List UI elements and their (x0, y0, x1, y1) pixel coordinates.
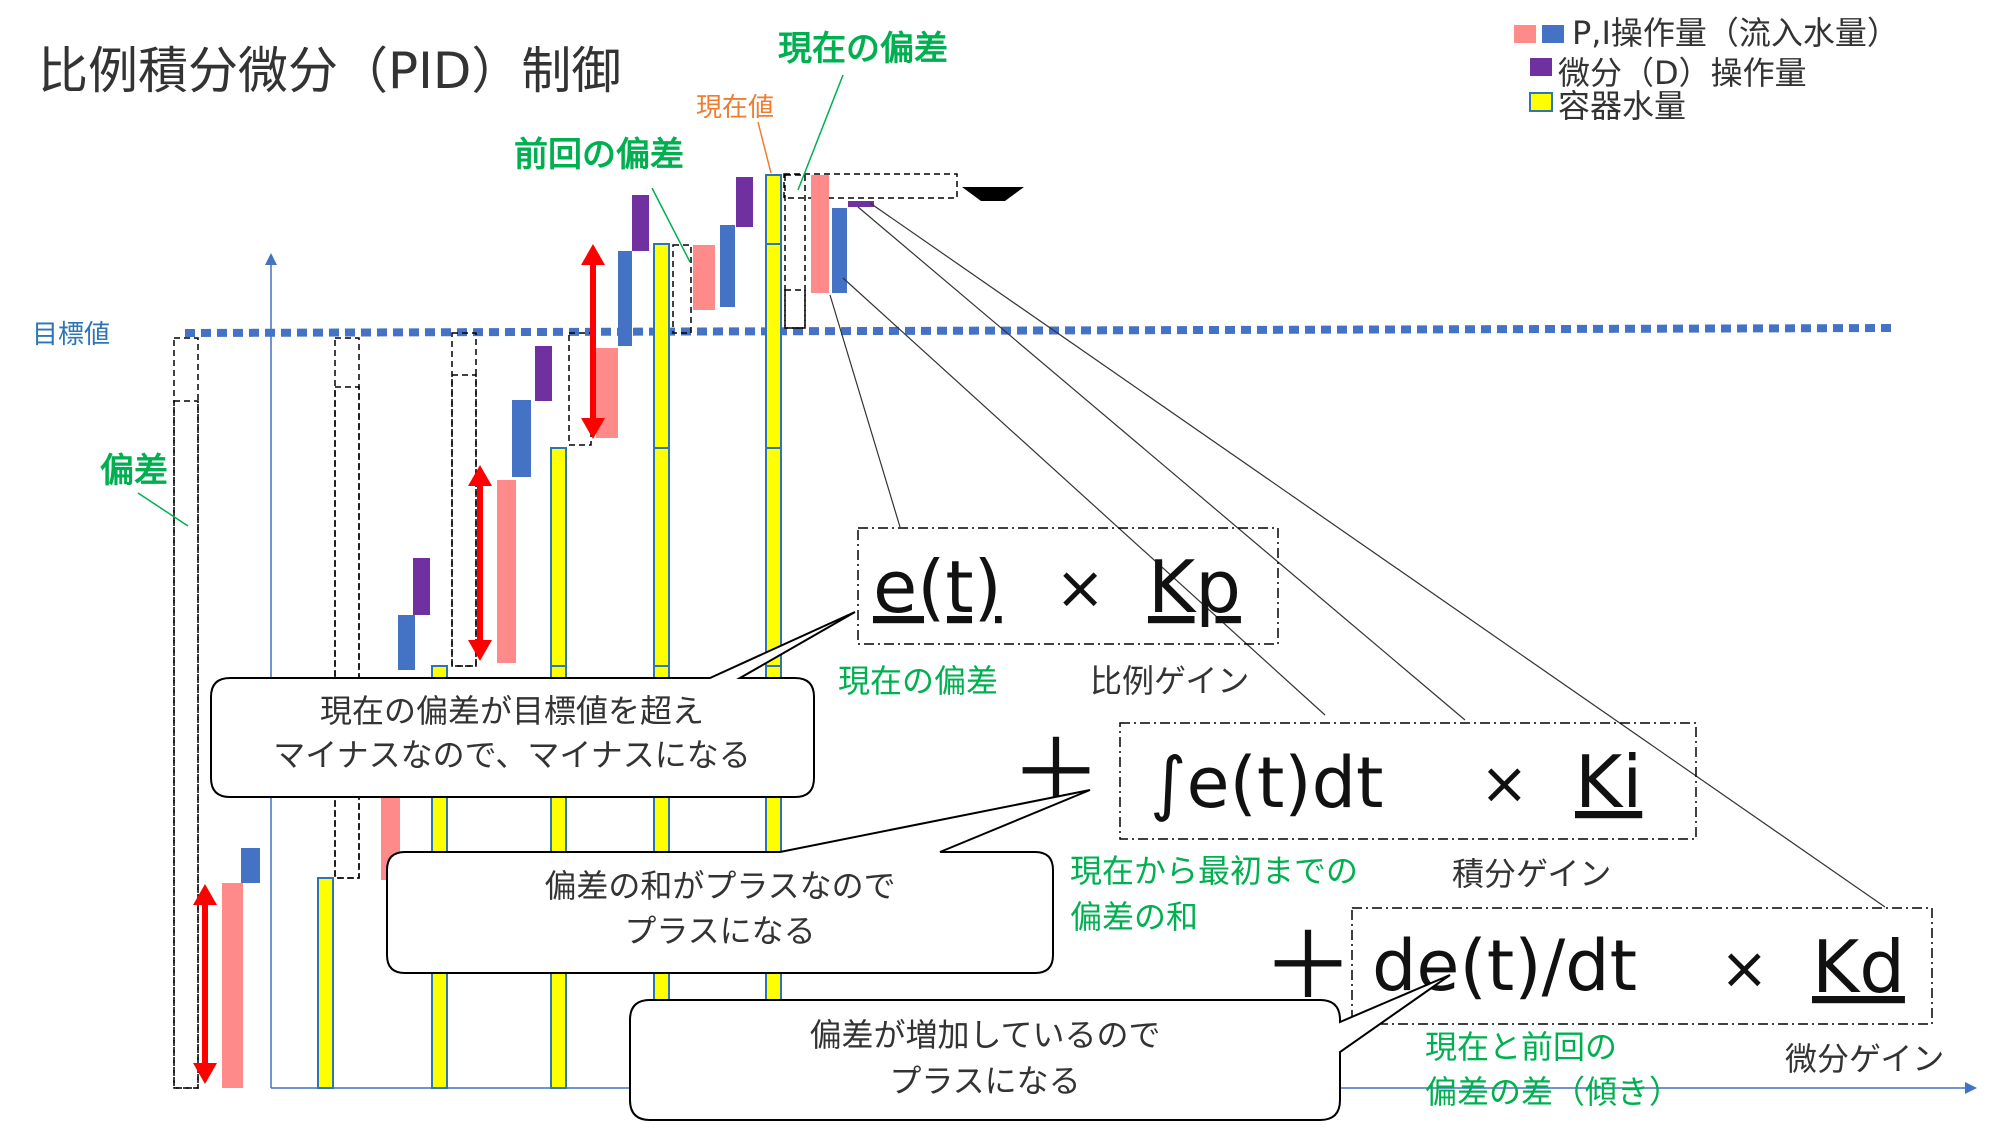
d-bar (632, 195, 649, 251)
formula-leaders (829, 202, 1886, 908)
previous-error-label: 前回の偏差 (514, 135, 684, 175)
target-line (184, 324, 1896, 337)
p-bar (811, 175, 829, 293)
error-box (568, 332, 592, 446)
formula: e(t) × Kp 現在の偏差 比例ゲイン ＋ ∫e(t)dt × Ki 現在か… (838, 527, 1944, 1111)
error-box (451, 374, 477, 667)
callout-i: 偏差の和がプラスなので プラスになる (386, 789, 1091, 974)
leader-line (137, 492, 189, 527)
p-term-times: × (1055, 553, 1105, 623)
legend-pi-label: P,I操作量（流入水量） (1572, 14, 1899, 52)
target-value-label: 目標値 (32, 320, 110, 350)
i-term-integral: ∫e(t)dt (1150, 742, 1383, 824)
i-term-box (1119, 722, 1697, 840)
leader-line (651, 187, 691, 263)
i-bar (241, 848, 260, 883)
error-box (784, 289, 806, 329)
i-label-gain: 積分ゲイン (1452, 855, 1611, 893)
callout-p-line1: 現在の偏差が目標値を超え (320, 692, 704, 730)
legend-d-swatch (1530, 58, 1552, 76)
error-box (784, 174, 806, 329)
error-box (173, 400, 199, 1089)
leader-line (869, 202, 1886, 908)
p-term-box (857, 527, 1279, 645)
p-term-error: e(t) (873, 545, 1002, 629)
red-double-arrow-icon (468, 465, 492, 661)
legend-p-swatch (1514, 25, 1536, 43)
d-label-diff-1: 現在と前回の (1425, 1028, 1617, 1066)
error-box (173, 337, 199, 1089)
d-bar (848, 201, 874, 207)
error-box (451, 332, 477, 667)
error-label: 偏差 (100, 451, 168, 491)
error-box (783, 173, 958, 199)
red-double-arrow-icon (581, 244, 605, 439)
p-bar (596, 348, 618, 438)
callouts: 現在の偏差が目標値を超え マイナスなので、マイナスになる 偏差の和がプラスなので… (210, 611, 1451, 1121)
d-term-times: × (1720, 934, 1769, 1002)
current-value-label: 現在値 (696, 93, 774, 123)
leader-line (842, 277, 1326, 716)
p-bar (222, 883, 243, 1088)
leader-line (857, 206, 1466, 721)
annotations: 現在の偏差 現在値 前回の偏差 偏差 (100, 29, 948, 527)
error-box (334, 386, 360, 879)
d-term-gain: Kd (1812, 925, 1905, 1009)
operation-bars (222, 175, 874, 1088)
down-arrow-icon (962, 187, 1024, 201)
i-bar (720, 225, 735, 307)
error-box (672, 244, 692, 334)
d-bar (736, 177, 753, 227)
d-label-diff-2: 偏差の差（傾き） (1425, 1073, 1681, 1111)
p-label-gain: 比例ゲイン (1090, 662, 1249, 700)
i-term-times: × (1480, 749, 1529, 817)
i-label-sum-1: 現在から最初までの (1070, 852, 1358, 890)
red-double-arrow-icon (193, 884, 217, 1084)
p-label-error: 現在の偏差 (838, 662, 998, 700)
d-bar (535, 346, 552, 401)
i-term-gain: Ki (1575, 740, 1642, 824)
i-bar (832, 208, 847, 293)
current-error-label: 現在の偏差 (778, 29, 948, 69)
d-label-gain: 微分ゲイン (1785, 1040, 1944, 1078)
legend: P,I操作量（流入水量） 微分（D）操作量 容器水量 (1514, 14, 1899, 125)
callout-i-line2: プラスになる (624, 912, 815, 950)
d-bar (413, 558, 430, 615)
callout-p: 現在の偏差が目標値を超え マイナスなので、マイナスになる (210, 611, 856, 798)
callout-p-line2: マイナスなので、マイナスになる (273, 736, 750, 774)
callout-d-line1: 偏差が増加しているので (809, 1016, 1160, 1054)
callout-d: 偏差が増加しているので プラスになる (629, 974, 1451, 1121)
red-arrows (193, 244, 605, 1084)
leader-line (829, 294, 901, 528)
i-bar (618, 251, 632, 346)
legend-d-label: 微分（D）操作量 (1558, 54, 1807, 92)
error-boxes (173, 173, 958, 1089)
page-title: 比例積分微分（PID）制御 (38, 42, 621, 100)
legend-water-swatch (1529, 92, 1553, 112)
d-term-box (1351, 907, 1933, 1025)
i-bar (398, 615, 415, 670)
callout-d-line2: プラスになる (889, 1062, 1080, 1100)
leader-line (757, 121, 772, 174)
water-bar (317, 877, 334, 1089)
p-bar (693, 245, 715, 310)
p-term-gain: Kp (1148, 545, 1241, 629)
leader-line (797, 74, 844, 191)
i-bar (512, 400, 531, 477)
p-bar (497, 480, 516, 663)
legend-water-label: 容器水量 (1558, 87, 1686, 125)
i-label-sum-2: 偏差の和 (1070, 898, 1198, 936)
legend-i-swatch (1542, 25, 1564, 43)
callout-i-line1: 偏差の和がプラスなので (544, 867, 895, 905)
